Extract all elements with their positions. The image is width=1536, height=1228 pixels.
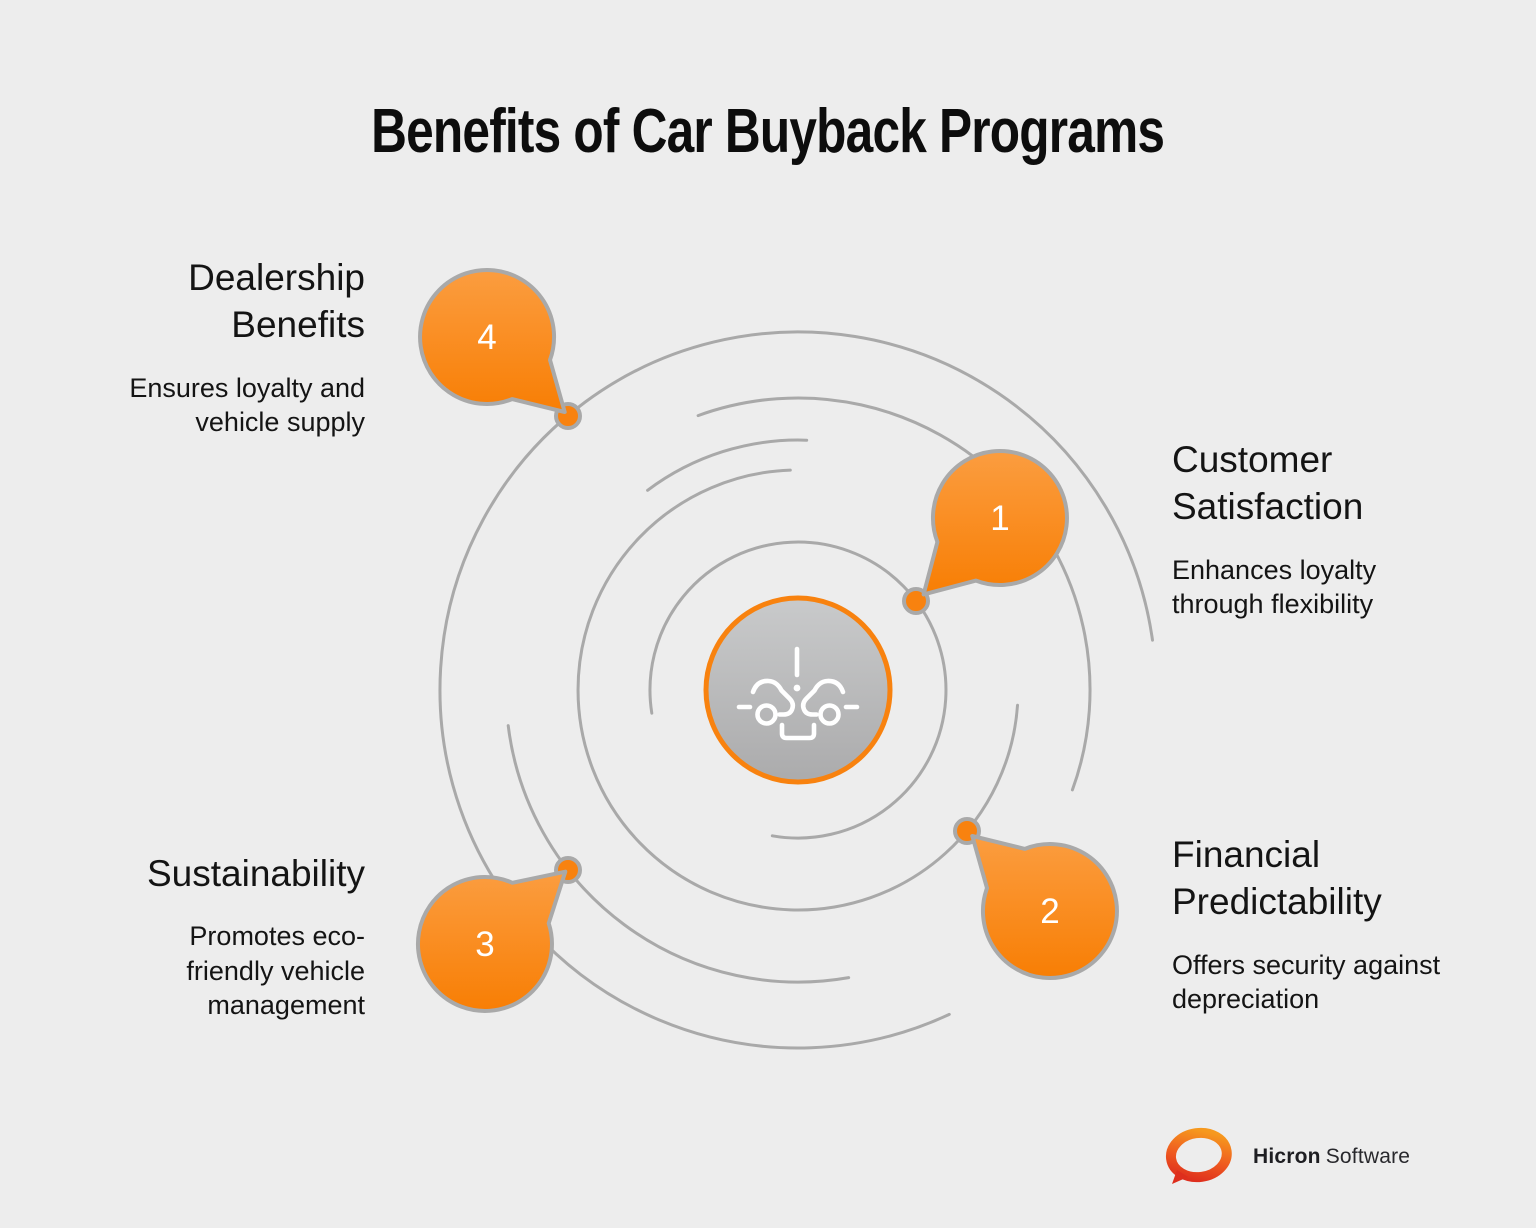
car-buyback-exchange-icon — [739, 646, 857, 741]
benefit-description: Promotes eco-friendly vehicle management — [186, 921, 365, 1020]
speech-bubble-3 — [415, 869, 568, 1013]
benefit-block-sustainability: Sustainability Promotes eco-friendly veh… — [85, 850, 365, 1022]
orbit-ring-3-lower — [506, 724, 851, 984]
bubble-number-4: 4 — [477, 318, 496, 357]
orbit-ring-4 — [438, 330, 1154, 1050]
benefit-heading: Customer Satisfaction — [1172, 439, 1364, 528]
bubble-number-3: 3 — [475, 925, 494, 964]
bubble-number-1: 1 — [990, 499, 1009, 538]
bubble-number-2: 2 — [1040, 892, 1059, 931]
speech-bubbles — [415, 267, 1119, 1013]
benefit-description: Offers security against depreciation — [1172, 949, 1441, 1014]
benefit-block-dealership-benefits: Dealership Benefits Ensures loyalty and … — [85, 254, 365, 439]
bracket-icon — [779, 722, 817, 741]
benefit-heading: Sustainability — [146, 853, 365, 894]
brand-name-light: Software — [1325, 1145, 1411, 1168]
orbit-ring-2-fragment — [646, 438, 809, 492]
page-title: Benefits of Car Buyback Programs — [0, 96, 1536, 167]
page-title-text: Benefits of Car Buyback Programs — [371, 97, 1165, 166]
bubble-numbers: 1 2 3 4 — [475, 318, 1059, 964]
exclamation-dot-icon — [793, 684, 801, 692]
orbit-ring-2 — [576, 468, 1019, 912]
speech-bubble-1 — [921, 449, 1069, 597]
brand-name-bold: Hicron — [1253, 1145, 1321, 1168]
benefit-description: Ensures loyalty and vehicle supply — [129, 372, 365, 437]
speech-bubble-4 — [418, 267, 567, 414]
benefit-heading: Dealership Benefits — [188, 257, 365, 346]
hicron-speech-ring-icon — [1165, 1127, 1232, 1184]
benefit-block-financial-predictability: Financial Predictability Offers security… — [1172, 831, 1452, 1016]
benefit-block-customer-satisfaction: Customer Satisfaction Enhances loyalty t… — [1172, 436, 1452, 621]
orbit-ring-1 — [648, 540, 948, 840]
speech-bubble-2 — [970, 834, 1119, 981]
benefit-heading: Financial Predictability — [1172, 834, 1382, 923]
benefit-description: Enhances loyalty through flexibility — [1172, 554, 1377, 619]
